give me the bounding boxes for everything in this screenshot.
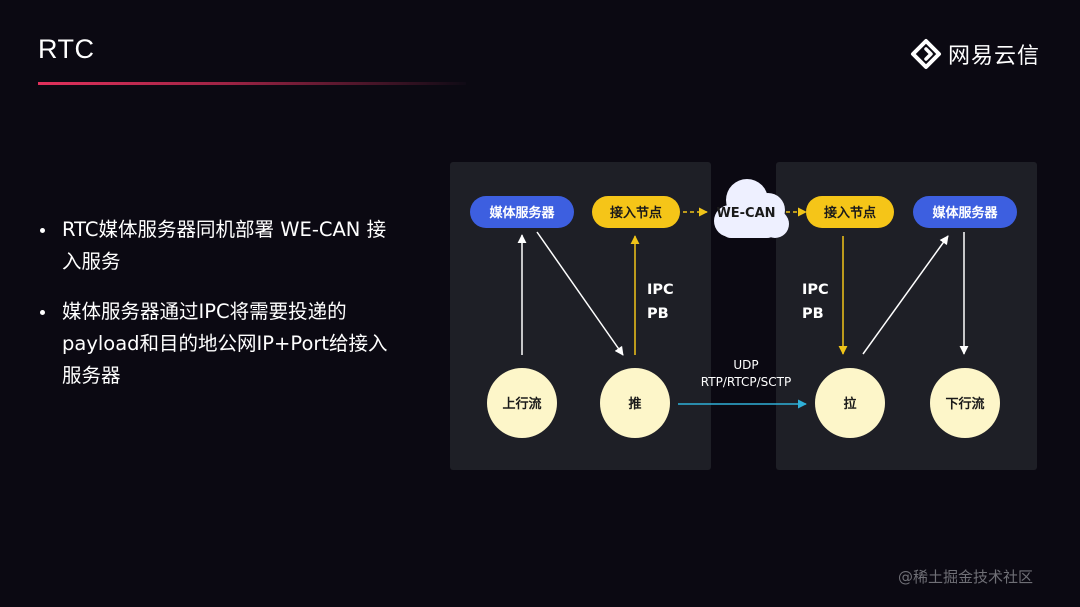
right-ipc-label: IPC [802,282,829,298]
downstream-label: 下行流 [945,396,984,412]
wecan-label: WE-CAN [716,206,775,221]
slide-title: RTC [38,34,95,64]
wecan-cloud-icon [714,179,789,238]
upstream-node [487,368,557,438]
brand-logo-icon [911,39,941,69]
push-node [600,368,670,438]
brand-name: 网易云信 [948,44,1041,69]
pull-node [815,368,885,438]
left-pb-label: PB [647,306,669,322]
push-label: 推 [628,396,641,412]
left-media-server-label: 媒体服务器 [489,205,555,221]
watermark: @稀土掘金技术社区 [898,568,1034,586]
downstream-node [930,368,1000,438]
bullet-text: RTC媒体服务器同机部署 WE-CAN 接入服务 [62,218,387,273]
bullet-dot-icon [40,310,45,315]
bullet-text: 媒体服务器通过IPC将需要投递的payload和目的地公网IP+Port给接入服… [62,300,388,387]
bullet-dot-icon [40,228,45,233]
brand: 网易云信 [910,38,1040,70]
upstream-label: 上行流 [502,396,541,412]
right-access-node [806,196,894,228]
pull-label: 拉 [843,396,856,412]
left-ipc-label: IPC [647,282,674,298]
pull-to-media-arrow [862,235,949,355]
bullet-item: RTC媒体服务器同机部署 WE-CAN 接入服务 [38,214,398,278]
bullet-item: 媒体服务器通过IPC将需要投递的payload和目的地公网IP+Port给接入服… [38,296,398,392]
right-access-node-label: 接入节点 [824,205,876,221]
rtp-label: RTP/RTCP/SCTP [701,375,791,389]
right-media-server-label: 媒体服务器 [932,205,998,221]
right-media-server-node [913,196,1017,228]
right-pb-label: PB [802,306,824,322]
bullet-list: RTC媒体服务器同机部署 WE-CAN 接入服务 媒体服务器通过IPC将需要投递… [38,214,398,410]
left-access-node [592,196,680,228]
left-media-server-node [470,196,574,228]
udp-label: UDP [733,358,758,372]
media-to-push-arrow [536,231,624,356]
title-underline [38,82,466,85]
left-access-node-label: 接入节点 [610,205,662,221]
